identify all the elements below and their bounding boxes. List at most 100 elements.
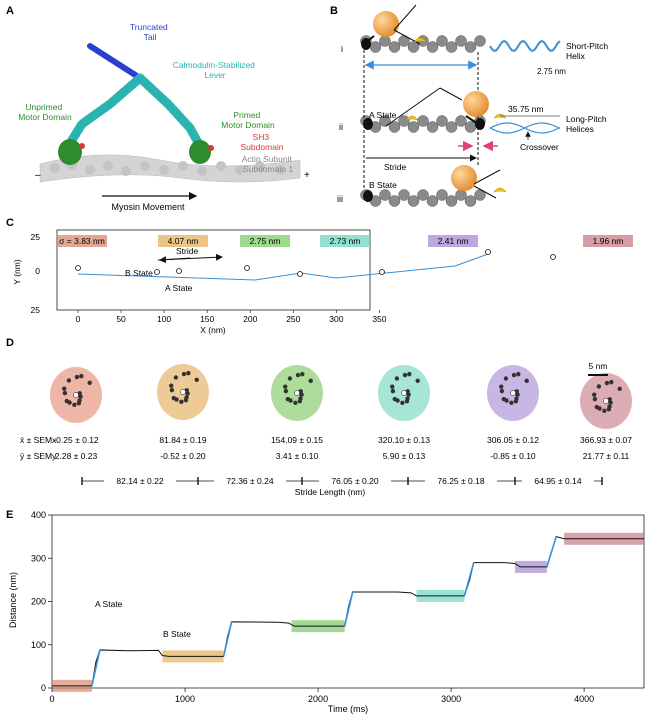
cluster-center (180, 389, 186, 395)
scale-bar-label: 5 nm (589, 361, 608, 371)
row-label-iii: iii (337, 194, 343, 204)
plus-end: + (304, 170, 310, 181)
c-xlabel: X (nm) (200, 325, 226, 335)
cluster-point (404, 399, 410, 404)
e-ytick-label: 200 (31, 597, 46, 607)
lever-right (135, 73, 205, 151)
stride-label-bg (425, 475, 497, 487)
stride-label-bg (319, 475, 391, 487)
label-movement: Myosin Movement (111, 202, 185, 212)
cluster-point (72, 402, 77, 407)
transition-segment (222, 621, 233, 657)
c-xtick-label: 200 (243, 314, 257, 324)
c-xtick-label: 250 (286, 314, 300, 324)
truncated-tail (87, 43, 143, 81)
cluster-point (76, 401, 82, 406)
label-long-pitch: Long-Pitch Helices (566, 114, 609, 134)
cluster-point (62, 386, 67, 391)
label-stride-b: Stride (384, 162, 406, 172)
label-lever: Calmodulin-Stabilized Lever (173, 60, 258, 80)
label-truncated-tail: Truncated Tail (130, 22, 170, 42)
cluster-x-mean: 366.93 ± 0.07 (580, 435, 632, 445)
lever-left (67, 73, 145, 145)
cluster-point (183, 398, 189, 403)
myosin-i (361, 4, 427, 50)
actin-bead (436, 115, 448, 127)
panel-label-c: C (6, 217, 14, 229)
actin-bead (398, 115, 410, 127)
sigma-box (583, 235, 633, 247)
cluster-point (186, 370, 191, 376)
cluster-point (179, 399, 184, 404)
xy-point (550, 254, 556, 260)
cluster-point (499, 388, 505, 394)
panel-label-d: D (6, 337, 14, 349)
actin-filament (39, 154, 301, 183)
sigma-box (158, 235, 208, 247)
sigma-label: 2.75 nm (250, 236, 281, 246)
cluster-point (87, 380, 92, 386)
cluster-point (283, 384, 288, 389)
cluster-point (604, 380, 610, 386)
cluster-point (592, 396, 598, 402)
cluster-point (592, 392, 597, 397)
label-actin: Actin Subunit Subdomain 1 (242, 154, 294, 174)
stride-length-label: 76.25 ± 0.18 (437, 476, 484, 486)
c-ytick-bottom: 25 (31, 305, 41, 315)
short-pitch-value: 2.75 nm (537, 67, 566, 76)
cluster-point (509, 400, 514, 405)
cluster-point (173, 375, 179, 380)
actin-bead (455, 35, 467, 47)
c-xtick-label: 350 (372, 314, 386, 324)
sh3-right (208, 145, 214, 151)
clusters (50, 364, 632, 429)
cluster-point (394, 376, 400, 381)
e-ytick-label: 400 (31, 510, 46, 520)
xy-trace-line (77, 253, 489, 281)
actin-bead (426, 41, 439, 53)
cluster-point (62, 390, 68, 396)
stride-axis-label: Stride Length (nm) (295, 487, 366, 497)
transition-segment (91, 649, 101, 687)
xy-point (297, 271, 303, 277)
actin-bead (455, 189, 467, 201)
long-pitch-value: 35.75 nm (508, 104, 543, 114)
xy-point (379, 269, 385, 275)
cluster-center (510, 390, 516, 396)
actin-bead (407, 195, 420, 207)
sigma-label: 2.73 nm (330, 236, 361, 246)
cluster-center (401, 390, 407, 396)
row-label-i: i (341, 44, 343, 54)
actin-bead (445, 195, 458, 207)
e-xtick-label: 2000 (308, 694, 328, 704)
sigma-box (428, 235, 478, 247)
actin-bead (417, 189, 429, 201)
xy-traces (75, 249, 556, 281)
cluster-point (499, 384, 504, 389)
y-mean-label: ȳ ± SEMy (20, 451, 57, 461)
c-xtick-label: 50 (116, 314, 126, 324)
label-sh3: SH3 Subdomain (240, 132, 283, 152)
actin-bead (464, 195, 477, 207)
xy-point (154, 269, 160, 275)
sigma-label: 1.96 nm (593, 236, 624, 246)
panel-label-b: B (330, 5, 338, 17)
label-a-state-c: A State (165, 283, 193, 293)
stride-length-label: 76.05 ± 0.20 (331, 476, 378, 486)
sh3-left (79, 143, 85, 149)
cluster-point (79, 373, 84, 379)
cluster-point (66, 378, 72, 383)
panel-b: B i ii iii Short-Pitch Helix 2.75 nm (330, 4, 609, 207)
cluster-point (606, 407, 612, 412)
myosin-iii (363, 165, 507, 202)
cluster-point (617, 386, 622, 392)
cluster-point (602, 408, 607, 413)
cluster-point (511, 372, 517, 378)
cluster-point (513, 399, 519, 404)
cluster-point (515, 392, 520, 397)
e-xtick-label: 4000 (574, 694, 594, 704)
